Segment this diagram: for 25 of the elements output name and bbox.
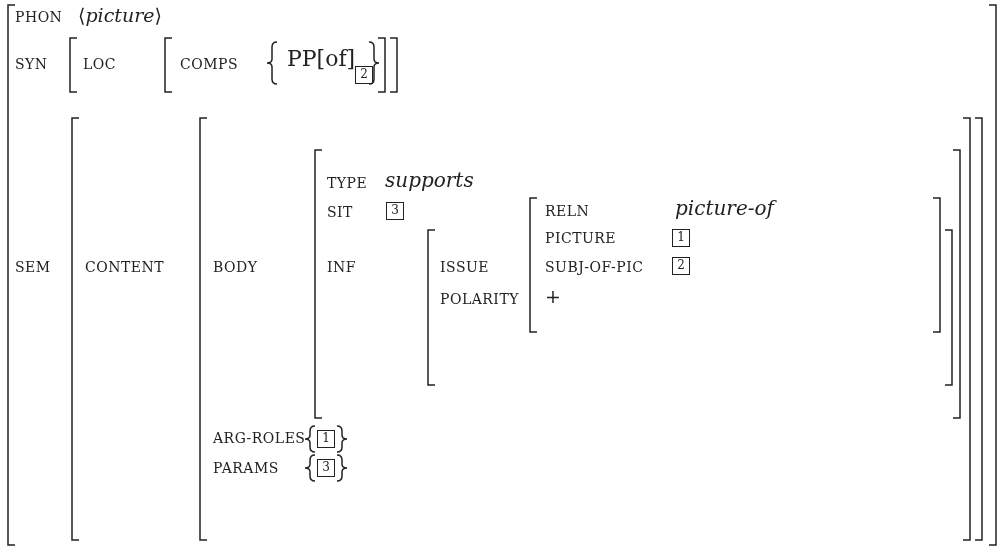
- feature-name: PHON: [15, 10, 63, 24]
- boxed-tag: 3: [317, 459, 335, 477]
- feature-value: supports: [385, 170, 474, 190]
- boxed-tag: 2: [672, 257, 690, 275]
- feature-name: CONTENT: [85, 260, 165, 274]
- boxed-tag: 1: [672, 229, 690, 247]
- feature-name: POLARITY: [440, 292, 519, 306]
- feature-name: SYN: [15, 57, 48, 71]
- boxed-tag: 2: [355, 66, 373, 84]
- feature-name: ARG-ROLES: [213, 431, 306, 445]
- feature-name: INF: [327, 260, 356, 274]
- feature-name: LOC: [83, 57, 116, 71]
- boxed-tag: 1: [317, 430, 335, 448]
- feature-name: SUBJ-OF-PIC: [545, 260, 644, 274]
- feature-name: BODY: [213, 260, 258, 274]
- feature-name: RELN: [545, 204, 590, 218]
- feature-name: ISSUE: [440, 260, 489, 274]
- feature-name: PICTURE: [545, 231, 617, 245]
- feature-name: SEM: [15, 260, 51, 274]
- feature-value: +: [545, 287, 561, 306]
- boxed-tag: 3: [386, 202, 404, 220]
- feature-name: COMPS: [180, 57, 239, 71]
- feature-name: PARAMS: [213, 461, 279, 475]
- feature-name: SIT: [327, 205, 353, 219]
- feature-value: ⟨picture⟩: [78, 6, 162, 25]
